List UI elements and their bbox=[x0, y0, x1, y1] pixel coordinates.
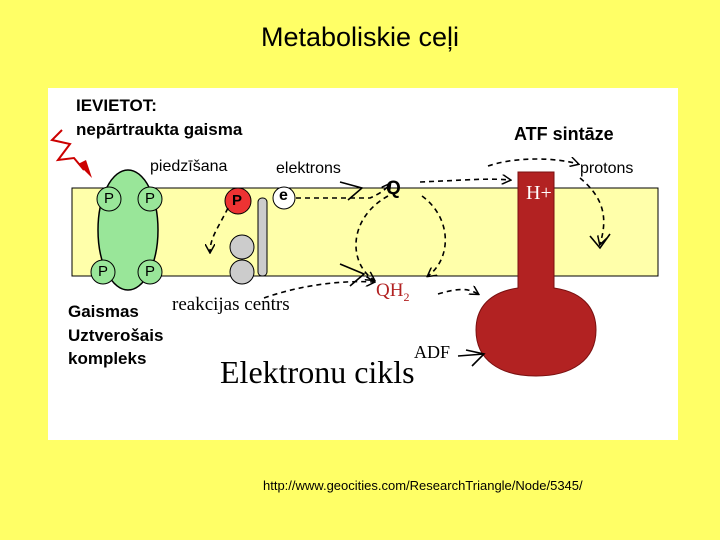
electron-circle bbox=[272, 186, 296, 210]
lightning-arrowhead bbox=[78, 160, 92, 178]
qh2-label: QH2 bbox=[376, 280, 409, 305]
pigment-p3 bbox=[90, 259, 116, 285]
proton-to-synthase-path bbox=[487, 159, 578, 166]
qh2-main: QH bbox=[376, 280, 404, 301]
qh2-to-synthase bbox=[437, 290, 478, 295]
proton-label: protons bbox=[580, 160, 634, 177]
pigment-p2-label: P bbox=[145, 190, 156, 207]
atp-synthase bbox=[475, 171, 597, 377]
cycle-title: Elektronu cikls bbox=[220, 354, 415, 390]
proton-pump-path bbox=[579, 177, 604, 244]
reaction-center-label: reakcijas centrs bbox=[172, 294, 290, 315]
membrane-band bbox=[71, 187, 659, 277]
source-url: http://www.geocities.com/ResearchTriangl… bbox=[263, 478, 583, 493]
reaction-center-lower bbox=[229, 259, 255, 285]
reaction-center-return bbox=[263, 282, 374, 299]
excitation-return bbox=[210, 207, 229, 252]
q-cycle-right bbox=[421, 195, 447, 276]
slide-title: Metaboliskie ceļi bbox=[260, 22, 460, 52]
complex-label-line2: Uztverošais bbox=[68, 326, 164, 345]
reaction-center-channel bbox=[257, 197, 268, 277]
q-cycle-left bbox=[355, 195, 389, 280]
pigment-p2 bbox=[137, 186, 163, 212]
reaction-center-pigment bbox=[224, 187, 252, 215]
electron-transfer-path bbox=[296, 184, 390, 199]
continuous-light-label: nepārtraukta gaisma bbox=[76, 120, 243, 139]
adf-arrow-shaft bbox=[457, 353, 485, 357]
q-label: Q bbox=[386, 178, 401, 199]
qh2-subscript: 2 bbox=[403, 289, 410, 304]
lightning-bolt bbox=[50, 129, 85, 171]
pigment-p3-label: P bbox=[98, 263, 109, 280]
electron-label: elektrons bbox=[276, 160, 341, 177]
reaction-center-p-label: P bbox=[232, 192, 243, 209]
insert-label: IEVIETOT: bbox=[76, 96, 157, 115]
pigment-p1-label: P bbox=[104, 190, 115, 207]
adf-label: ADF bbox=[414, 342, 451, 362]
qh2-lower-arrow bbox=[339, 263, 366, 287]
diagram-canvas bbox=[50, 129, 659, 377]
pigment-p4-label: P bbox=[145, 263, 156, 280]
proton-down-arrow bbox=[589, 233, 611, 250]
electron-symbol: e bbox=[279, 187, 288, 204]
pigment-p4 bbox=[137, 259, 163, 285]
reaction-center-upper bbox=[229, 234, 255, 260]
q-to-h-path bbox=[419, 179, 510, 182]
pigment-p1 bbox=[96, 186, 122, 212]
complex-label-line3: kompleks bbox=[68, 349, 147, 368]
excitation-label: piedzīšana bbox=[150, 158, 228, 175]
diagram-panel: IEVIETOT: nepārtraukta gaisma ATF sintāz… bbox=[48, 88, 678, 440]
q-upper-arrow bbox=[339, 181, 364, 201]
atp-synthase-label: ATF sintāze bbox=[514, 124, 614, 144]
h-plus-label: H+ bbox=[526, 182, 552, 204]
complex-label-line1: Gaismas bbox=[68, 302, 139, 321]
